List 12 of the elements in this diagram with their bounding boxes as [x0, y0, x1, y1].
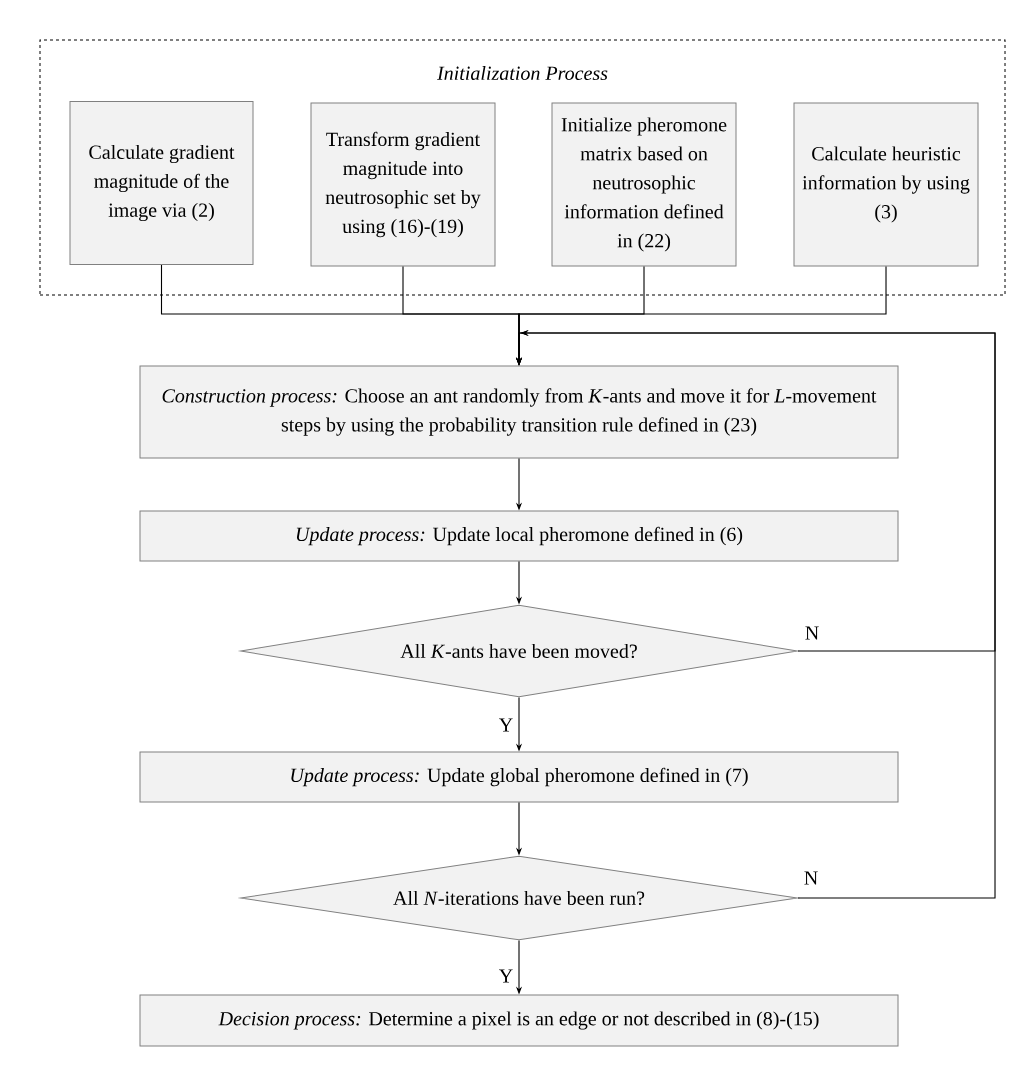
process-box: Construction process: Choose an ant randomly from K-ants and move it for L-movement steps by using the probability transition rule defined in (23): [139, 365, 899, 459]
process-box: Calculate heuristic information by using (3): [793, 102, 979, 267]
edge-label: Y: [497, 968, 515, 984]
process-box: Decision process: Determine a pixel is an edge or not described in (8)-(15): [139, 994, 899, 1047]
process-box: Update process: Update local pheromone defined in (6): [139, 510, 899, 562]
edge-label: N: [802, 870, 820, 886]
process-box: Update process: Update global pheromone defined in (7): [139, 751, 899, 803]
process-box: Initialize pheromone matrix based on neutrosophic information defined in (22): [551, 102, 737, 267]
edge-label: N: [803, 625, 821, 641]
edge-label: Y: [497, 717, 515, 733]
process-box: Transform gradient magnitude into neutrosophic set by using (16)-(19): [310, 102, 496, 267]
process-box: Calculate gradient magnitude of the image via (2): [69, 101, 254, 265]
